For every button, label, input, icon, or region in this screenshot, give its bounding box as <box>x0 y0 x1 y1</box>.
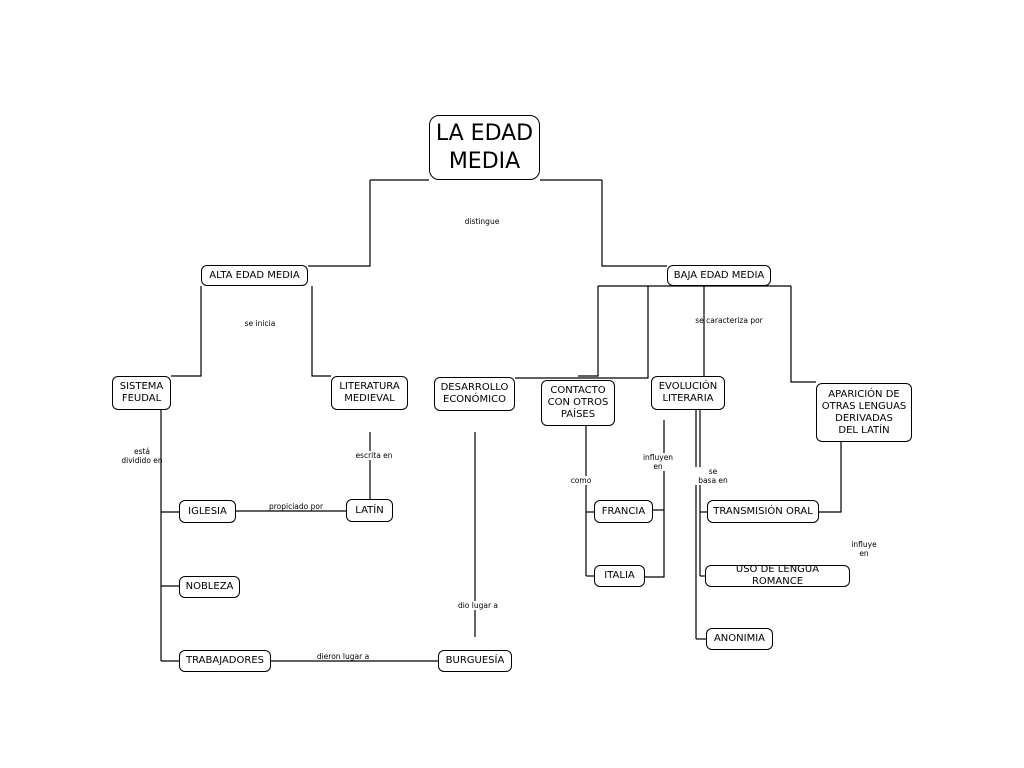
link-label-influye-en: influye en <box>851 540 877 558</box>
connector-italia-evolucion <box>645 420 665 578</box>
node-transmision-oral: TRANSMISIÓN ORAL <box>707 500 819 523</box>
node-trabajadores: TRABAJADORES <box>179 650 271 672</box>
node-francia: FRANCIA <box>594 500 653 523</box>
link-label-se-caracteriza-por: se caracteriza por <box>695 316 763 325</box>
node-literatura-medieval: LITERATURA MEDIEVAL <box>331 376 408 410</box>
connector-baja-contacto <box>578 286 599 377</box>
link-label-como: como <box>565 476 597 485</box>
connector-aparicion-transmision <box>819 442 842 513</box>
connector-baja-aparicion <box>790 286 816 383</box>
node-aparicion-lenguas: APARICIÓN DE OTRAS LENGUAS DERIVADAS DEL… <box>816 383 912 442</box>
node-anonimia: ANONIMIA <box>706 628 773 650</box>
node-uso-lengua-romance: USO DE LENGUA ROMANCE <box>705 564 850 587</box>
node-desarrollo-economico: DESARROLLO ECONÓMICO <box>434 377 515 411</box>
node-italia: ITALIA <box>594 565 645 587</box>
node-latin: LATÍN <box>346 499 393 522</box>
node-nobleza: NOBLEZA <box>179 576 240 598</box>
link-label-se-basa-en: se basa en <box>695 467 731 485</box>
link-label-dio-lugar-a: dio lugar a <box>452 601 504 610</box>
link-label-se-inicia: se inicia <box>244 319 276 328</box>
link-label-esta-dividido-en: está dividido en <box>121 447 163 465</box>
link-label-escrita-en: escrita en <box>349 451 399 460</box>
link-label-propiciado-por: propiciado por <box>268 502 324 511</box>
link-label-influyen-en: influyen en <box>640 453 676 471</box>
connector-root-baja <box>601 180 667 267</box>
node-sistema-feudal: SISTEMA FEUDAL <box>112 376 171 410</box>
node-burguesia: BURGUESÍA <box>438 650 512 672</box>
connector-baja-desarrollo <box>515 286 649 379</box>
connector-alta-literatura <box>311 286 331 377</box>
node-contacto-otros-paises: CONTACTO CON OTROS PAÍSES <box>541 380 615 426</box>
connector-root-alta <box>308 180 371 267</box>
node-iglesia: IGLESIA <box>179 500 236 523</box>
node-la-edad-media: LA EDAD MEDIA <box>429 115 540 180</box>
node-baja-edad-media: BAJA EDAD MEDIA <box>667 265 771 286</box>
link-label-dieron-lugar-a: dieron lugar a <box>316 652 370 661</box>
node-alta-edad-media: ALTA EDAD MEDIA <box>201 265 308 286</box>
node-evolucion-literaria: EVOLUCIÓN LITERARIA <box>651 376 725 410</box>
connector-alta-feudal <box>171 286 202 377</box>
link-label-distingue: distingue <box>464 217 500 226</box>
